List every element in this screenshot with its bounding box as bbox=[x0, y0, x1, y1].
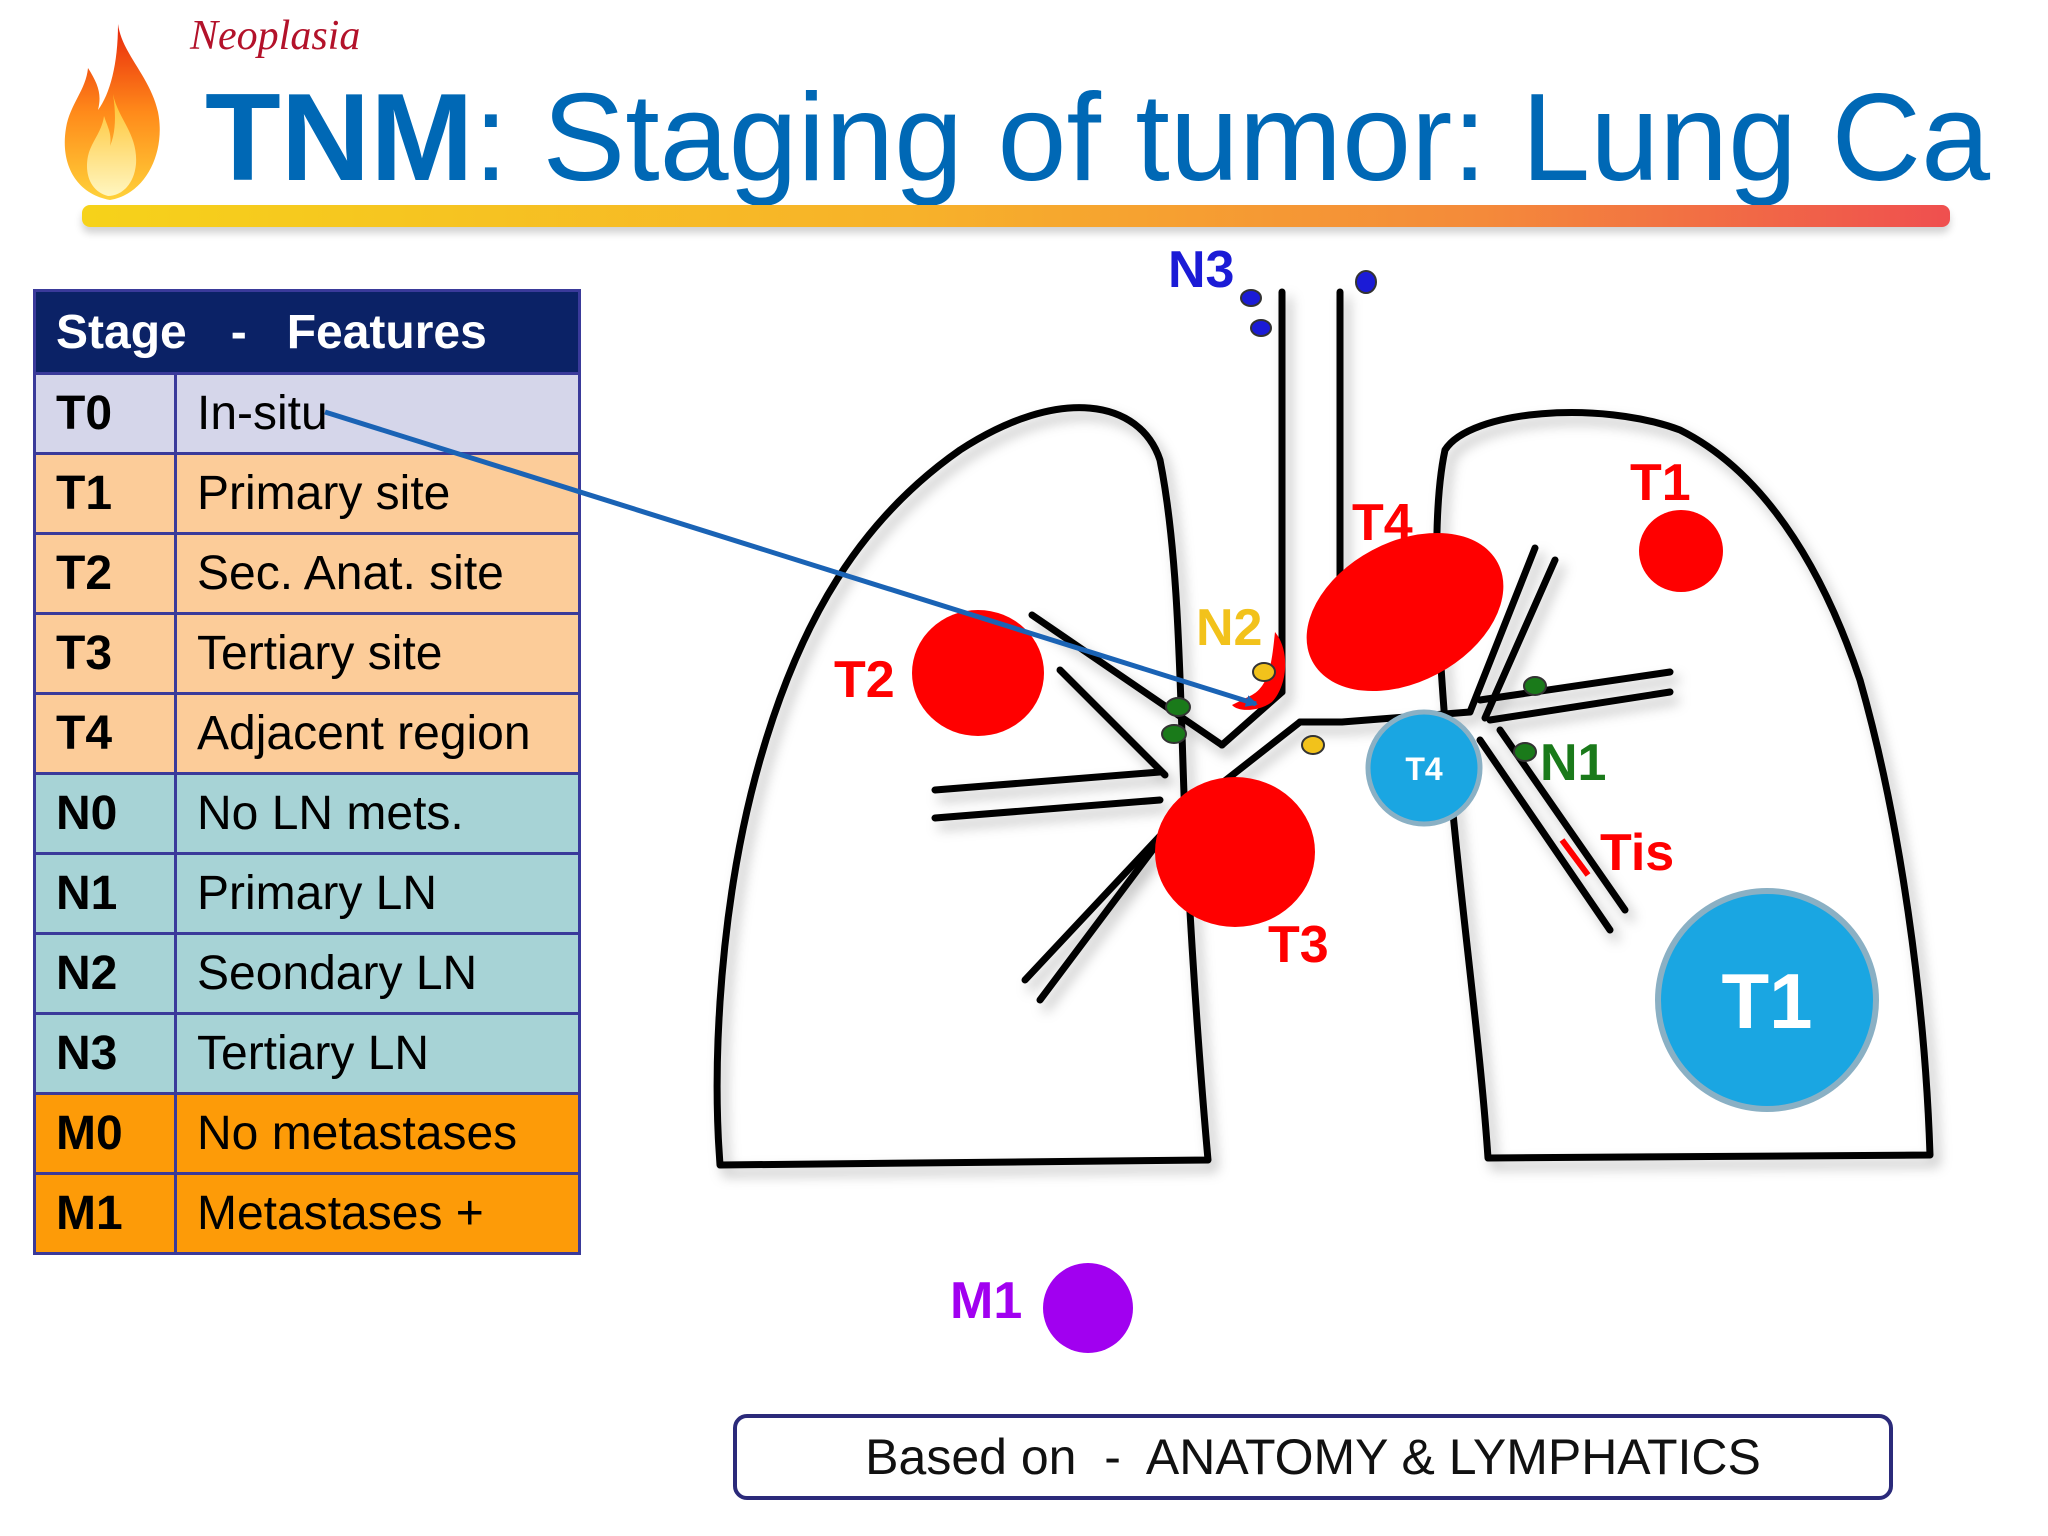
label-t2: T2 bbox=[834, 651, 895, 709]
left-bronchus-side-a bbox=[1476, 668, 1674, 704]
stage-code: N3 bbox=[33, 1012, 177, 1095]
table-row: T2 Sec. Anat. site bbox=[33, 532, 581, 615]
node-n1 bbox=[1161, 724, 1187, 744]
table-row: N1 Primary LN bbox=[33, 852, 581, 935]
stage-feature: Sec. Anat. site bbox=[174, 532, 581, 615]
stage-code: T2 bbox=[33, 532, 177, 615]
node-n1 bbox=[1513, 742, 1537, 762]
right-bronchus-mid-a bbox=[931, 768, 1164, 794]
tumor-t4 bbox=[1306, 532, 1504, 692]
node-n3 bbox=[1240, 289, 1262, 307]
stage-code: T0 bbox=[33, 372, 177, 455]
title-underline bbox=[82, 205, 1950, 227]
tumor-t3 bbox=[1155, 777, 1315, 927]
stage-feature: Seondary LN bbox=[174, 932, 581, 1015]
stage-features-table: Stage-Features T0 In-situ T1 Primary sit… bbox=[33, 289, 581, 1255]
stage-feature: In-situ bbox=[174, 372, 581, 455]
stage-code: M0 bbox=[33, 1092, 177, 1175]
tumor-t1 bbox=[1639, 510, 1723, 592]
label-m1: M1 bbox=[950, 1272, 1022, 1330]
stage-code: T1 bbox=[33, 452, 177, 535]
stage-feature: Tertiary LN bbox=[174, 1012, 581, 1095]
stage-feature: Primary site bbox=[174, 452, 581, 535]
stage-feature: Metastases + bbox=[174, 1172, 581, 1255]
node-n2 bbox=[1301, 735, 1325, 755]
title-rest: : Staging of tumor: Lung Ca bbox=[473, 69, 1991, 207]
tumors bbox=[912, 510, 1723, 927]
label-t4-red: T4 bbox=[1352, 494, 1413, 552]
right-bronchus-upper-b bbox=[1056, 666, 1169, 779]
label-t4-circle: T4 bbox=[1405, 751, 1443, 787]
node-n1 bbox=[1165, 697, 1191, 717]
stage-feature: Tertiary site bbox=[174, 612, 581, 695]
table-row: N0 No LN mets. bbox=[33, 772, 581, 855]
right-bronchus-upper-a bbox=[1028, 611, 1226, 749]
node-n3 bbox=[1355, 270, 1377, 294]
circle-t1 bbox=[1655, 888, 1879, 1112]
metastasis-m1 bbox=[1043, 1263, 1133, 1353]
node-n2 bbox=[1252, 662, 1276, 682]
header-separator: - bbox=[230, 305, 247, 359]
right-bronchus-mid-b bbox=[931, 796, 1164, 822]
table-row: M0 No metastases bbox=[33, 1092, 581, 1175]
tumor-tis bbox=[1559, 838, 1591, 877]
lymph-nodes bbox=[1161, 270, 1547, 762]
right-bronchus-lower-b bbox=[1036, 836, 1164, 1004]
table-row: T0 In-situ bbox=[33, 372, 581, 455]
label-t1-top: T1 bbox=[1630, 454, 1691, 512]
slide-title: TNM: Staging of tumor: Lung Ca bbox=[205, 70, 1990, 206]
header-features: Features bbox=[286, 305, 487, 359]
table-header: Stage-Features bbox=[33, 289, 581, 375]
left-bronchus-lower-a bbox=[1476, 736, 1614, 934]
label-n1: N1 bbox=[1540, 734, 1606, 792]
stage-code: N0 bbox=[33, 772, 177, 855]
left-bronchus-upper-b bbox=[1481, 556, 1559, 722]
table-row: T3 Tertiary site bbox=[33, 612, 581, 695]
title-bold: TNM bbox=[205, 69, 474, 207]
flame-icon bbox=[64, 24, 160, 200]
stage-feature: Primary LN bbox=[174, 852, 581, 935]
left-bronchus-upper-a bbox=[1466, 544, 1539, 716]
stage-code: M1 bbox=[33, 1172, 177, 1255]
table-row: N2 Seondary LN bbox=[33, 932, 581, 1015]
stage-code: T3 bbox=[33, 612, 177, 695]
in-situ-arrow bbox=[324, 409, 1258, 707]
label-tis: Tis bbox=[1600, 824, 1674, 882]
tumor-t2 bbox=[912, 610, 1044, 736]
stage-feature: No LN mets. bbox=[174, 772, 581, 855]
stage-feature: Adjacent region bbox=[174, 692, 581, 775]
footer-note: Based on - ANATOMY & LYMPHATICS bbox=[733, 1414, 1893, 1500]
table-row: T1 Primary site bbox=[33, 452, 581, 535]
stage-code: N1 bbox=[33, 852, 177, 935]
stage-code: N2 bbox=[33, 932, 177, 1015]
node-n1 bbox=[1523, 676, 1547, 696]
label-n2: N2 bbox=[1196, 599, 1262, 657]
tumor-mediastinal bbox=[1232, 632, 1286, 710]
label-t1-circle: T1 bbox=[1721, 957, 1812, 1045]
circle-t4 bbox=[1365, 709, 1483, 827]
left-lung-outline bbox=[1433, 409, 1934, 1162]
header-stage: Stage bbox=[56, 305, 187, 359]
node-n3 bbox=[1250, 319, 1272, 337]
table-row: N3 Tertiary LN bbox=[33, 1012, 581, 1095]
stage-feature: No metastases bbox=[174, 1092, 581, 1175]
stage-code: T4 bbox=[33, 692, 177, 775]
slide-subtitle: Neoplasia bbox=[190, 13, 361, 59]
label-t3: T3 bbox=[1268, 916, 1329, 974]
label-n3: N3 bbox=[1168, 241, 1234, 299]
table-header-row: Stage-Features bbox=[33, 289, 581, 375]
table-row: M1 Metastases + bbox=[33, 1172, 581, 1255]
table-row: T4 Adjacent region bbox=[33, 692, 581, 775]
left-bronchus-side-b bbox=[1486, 688, 1674, 724]
